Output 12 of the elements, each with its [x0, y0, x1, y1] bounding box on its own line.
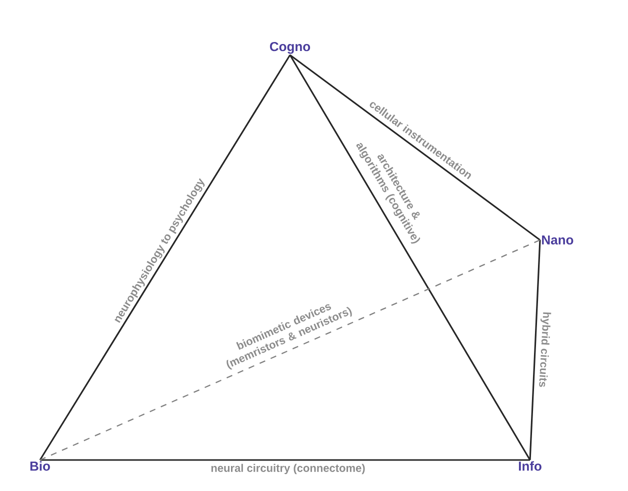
- vertex-label: Nano: [542, 235, 574, 245]
- vertex-label: Bio: [30, 461, 50, 471]
- connector-line: [290, 54, 540, 241]
- connector-line: [39, 54, 291, 460]
- connector-line: [289, 54, 531, 460]
- edge-label: hybrid circuits: [539, 312, 552, 387]
- connector-line: [40, 459, 530, 461]
- edge-label: neural circuitry (connectome): [211, 464, 365, 474]
- connector-line: [40, 239, 540, 461]
- vertex-label: Info: [518, 461, 542, 471]
- vertex-label: Cogno: [270, 42, 310, 54]
- connector-line: [529, 240, 541, 460]
